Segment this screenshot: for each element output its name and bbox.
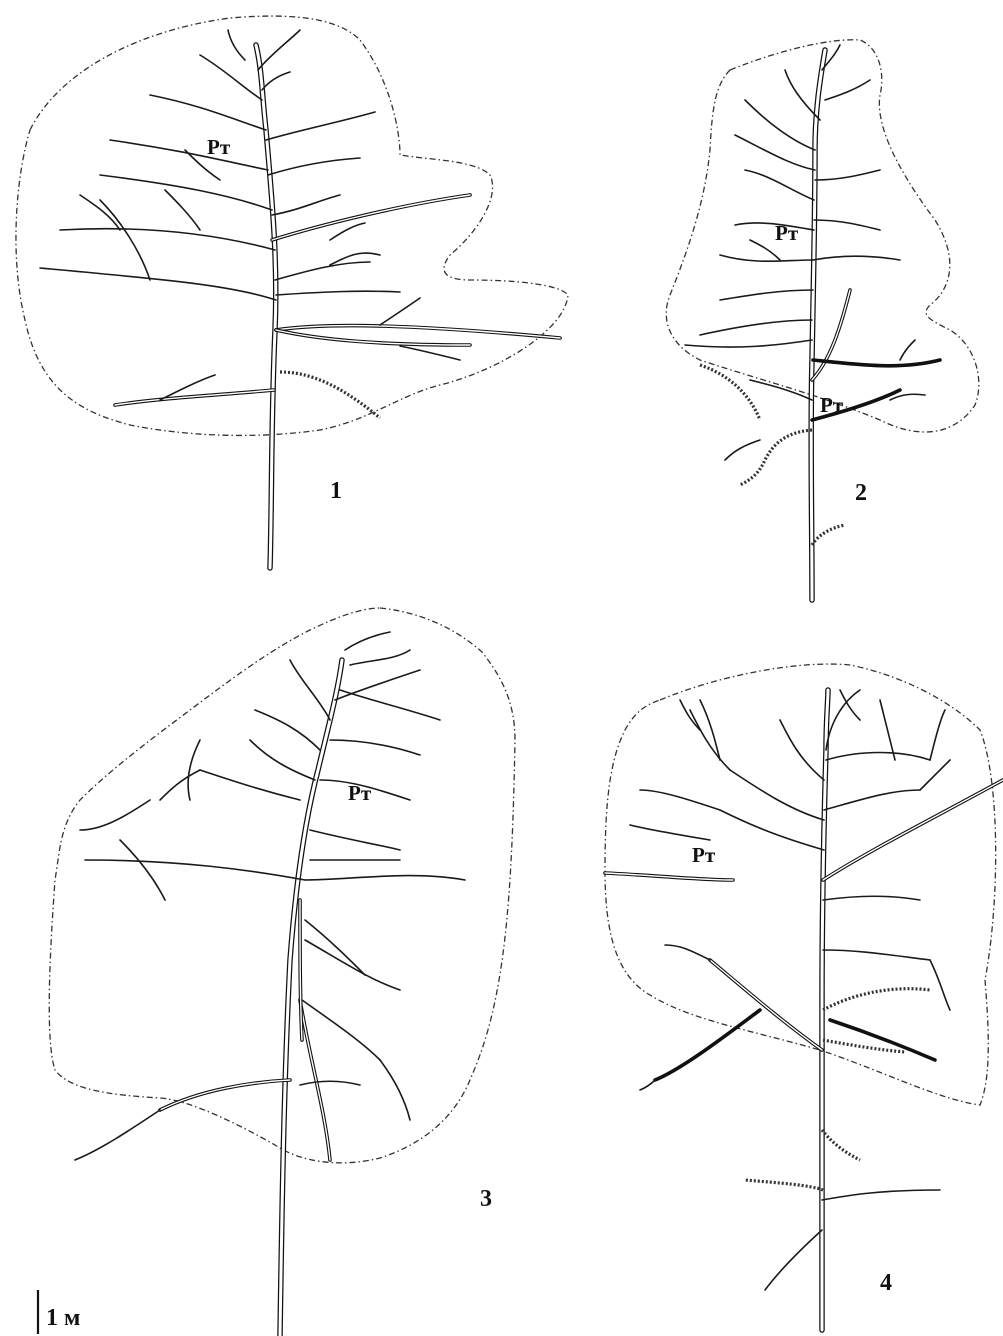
tree-1: Рт 1 (16, 16, 568, 568)
scale-bar: 1 м (38, 1290, 80, 1334)
tree-1-dead-branches (280, 372, 380, 418)
tree-2-dead-branches (700, 365, 845, 545)
scale-bar-label: 1 м (46, 1305, 80, 1331)
tree-3-limbs (160, 900, 330, 1160)
tree-2: Рт Рт 2 (666, 40, 979, 600)
tree-2-number: 2 (855, 480, 867, 506)
tree-3-trunk (280, 660, 342, 1336)
tree-3-number: 3 (480, 1186, 492, 1212)
tree-4: Рт 4 (605, 664, 1003, 1330)
tree-1-limbs (115, 195, 560, 405)
tree-1-crown-outline (16, 16, 568, 435)
tree-2-trunk (811, 50, 825, 600)
tree-1-number: 1 (330, 478, 342, 504)
tree-4-branches (630, 690, 950, 1290)
tree-3-rt-label: Рт (348, 781, 372, 805)
tree-4-crown-outline (605, 664, 996, 1105)
tree-4-rt-label: Рт (692, 843, 716, 867)
tree-2-rt-label-upper: Рт (775, 221, 799, 245)
tree-1-rt-label: Рт (207, 135, 231, 159)
tree-4-dead-branches (745, 989, 930, 1190)
tree-2-branches (685, 45, 925, 460)
tree-3: Рт 3 (49, 608, 515, 1336)
tree-1-trunk (256, 45, 276, 568)
tree-2-crown-outline (666, 40, 979, 432)
tree-2-rt-label-lower: Рт (820, 393, 844, 417)
tree-4-number: 4 (880, 1270, 892, 1296)
tree-4-limbs (605, 780, 1003, 1080)
